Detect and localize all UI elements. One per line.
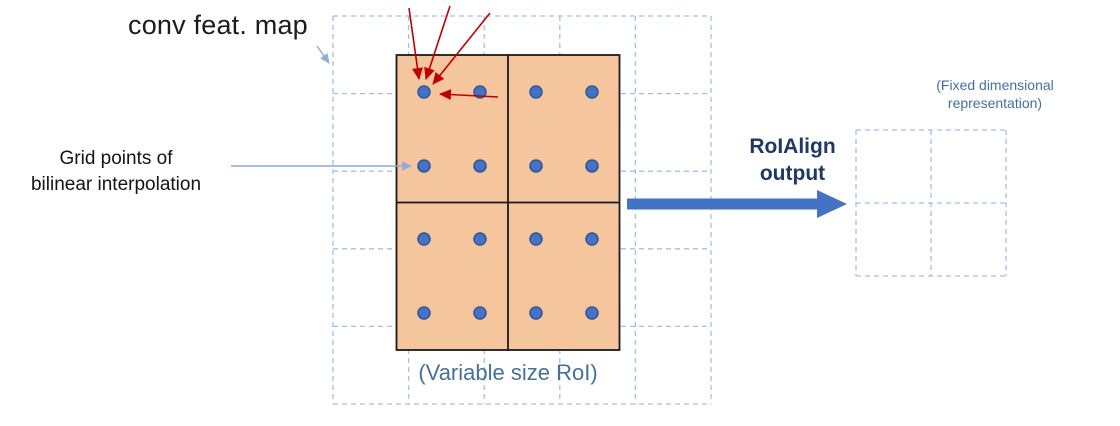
roialign-output-label: RoIAlign output <box>749 135 836 186</box>
sample-points <box>417 85 599 320</box>
conv-feat-map-label: conv feat. map <box>128 10 308 40</box>
fixed-dimensional-label: (Fixed dimensional representation) <box>936 77 1054 112</box>
grid-points-label: Grid points of bilinear interpolation <box>30 148 202 195</box>
output-grid <box>855 129 1007 277</box>
bilinear-interpolation-arrows <box>408 5 499 101</box>
variable-size-roi-label: (Variable size RoI) <box>418 360 598 385</box>
roi-box <box>395 54 621 351</box>
conv-feat-pointer-arrow <box>316 45 330 64</box>
